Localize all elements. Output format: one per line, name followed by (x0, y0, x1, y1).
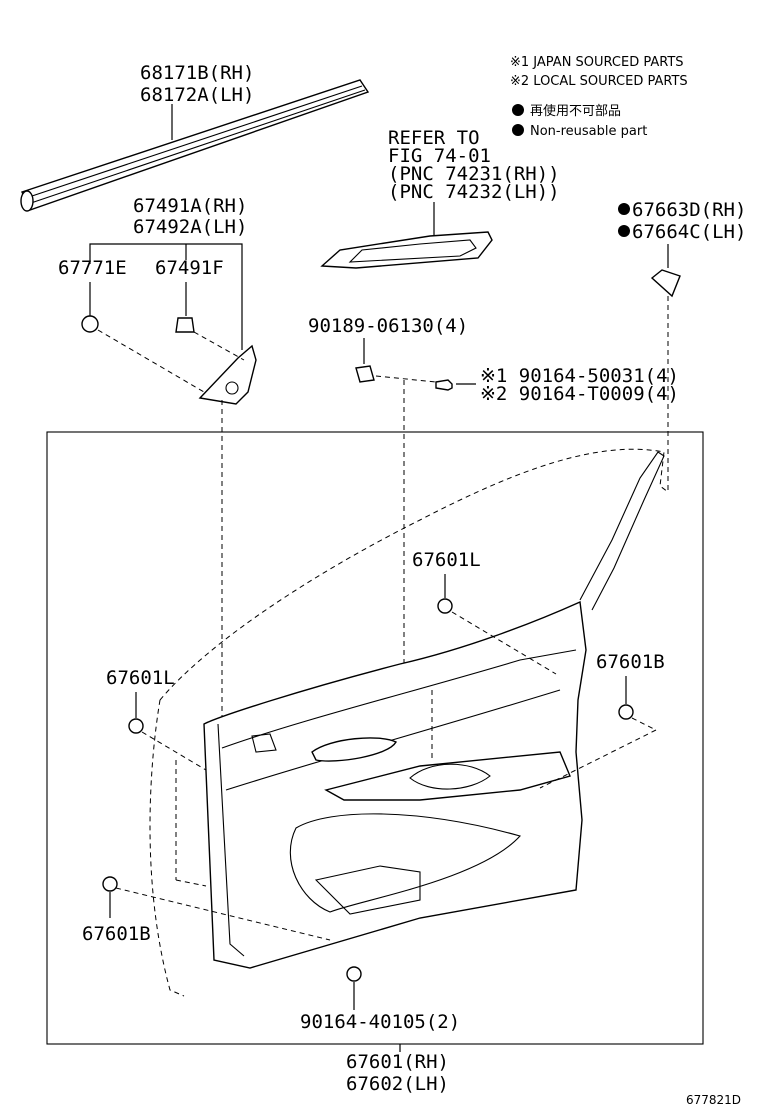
label-67601b-left: 67601B (82, 923, 151, 945)
legend-non-reusable-en: Non-reusable part (530, 124, 647, 139)
door-pocket (289, 813, 522, 913)
clip-67601l-icon (437, 598, 453, 614)
label-67663d: 67663D(RH) (632, 199, 746, 221)
nut-90189-icon (355, 365, 375, 383)
armrest-switch-area (324, 751, 571, 801)
weatherstrip-groove (25, 85, 363, 199)
assembly-line (539, 729, 657, 789)
label-refer-pnc-lh: (PNC 74232(LH)) (388, 181, 560, 203)
clip-67491f-icon (175, 317, 195, 333)
label-67601l-left: 67601L (106, 667, 175, 689)
mirror-cover-group: 67491A(RH) 67492A(LH) 67771E 67491F (58, 195, 257, 718)
label-68171b: 68171B(RH) (140, 62, 254, 84)
assembly-line (451, 611, 557, 675)
trim-front-edge (217, 723, 245, 957)
switch-base-outline (320, 231, 493, 269)
label-refer-to: REFER TO (388, 127, 480, 149)
legend-japan-sourced: ※1 JAPAN SOURCED PARTS (510, 55, 684, 70)
clip-group: 67601L 67601B 67601L 67601B 90164-40105(… (82, 549, 665, 1033)
label-refer-fig: FIG 74-01 (388, 145, 491, 167)
clip-67601b-icon (102, 876, 118, 892)
weatherstrip-end (20, 190, 34, 212)
diagram-id: 677821D (686, 1093, 741, 1107)
assembly-line (375, 375, 437, 383)
legend-non-reusable-jp: 再使用不可部品 (530, 103, 621, 119)
inside-handle (311, 737, 397, 762)
door-outline (149, 448, 669, 997)
armrest-recess (409, 763, 491, 790)
label-90189: 90189-06130(4) (308, 315, 468, 337)
non-reusable-dot-icon (618, 203, 630, 215)
switch-base-detail (348, 239, 477, 263)
assembly-line (141, 731, 207, 771)
leader-bracket (89, 243, 243, 350)
trim-upper-edge (579, 451, 665, 611)
screw-90164-icon (435, 379, 453, 391)
trim-upper-line (221, 649, 577, 749)
weatherstrip-groove (27, 89, 366, 205)
mirror-cover-outline (198, 344, 257, 405)
assembly-line (115, 887, 331, 941)
legend: ※1 JAPAN SOURCED PARTS ※2 LOCAL SOURCED … (510, 55, 688, 139)
fastener-group-top: 90189-06130(4) ※1 90164-50031(4) ※2 9016… (308, 315, 679, 700)
mirror-cover-hole (225, 381, 239, 395)
label-67491f: 67491F (155, 257, 224, 279)
pad-part: 67663D(RH) 67664C(LH) (618, 199, 746, 492)
assembly-line (631, 717, 657, 731)
legend-local-sourced: ※2 LOCAL SOURCED PARTS (510, 74, 688, 89)
clip-67601b-icon (618, 704, 634, 720)
assembly-line (175, 879, 207, 887)
label-90164-40105: 90164-40105(2) (300, 1011, 460, 1033)
label-67602: 67602(LH) (346, 1073, 449, 1095)
assembly-line (97, 329, 205, 393)
non-reusable-dot-icon (512, 104, 524, 116)
non-reusable-dot-icon (512, 124, 524, 136)
label-90164-50031: ※1 90164-50031(4) (480, 365, 679, 387)
non-reusable-dot-icon (618, 225, 630, 237)
label-68172a: 68172A(LH) (140, 84, 254, 106)
label-67601b-right: 67601B (596, 651, 665, 673)
label-67601: 67601(RH) (346, 1051, 449, 1073)
assembly-line (193, 331, 245, 361)
pad-outline (650, 269, 681, 298)
label-90164-t0009: ※2 90164-T0009(4) (480, 383, 679, 405)
door-trim-frame (46, 431, 704, 1045)
label-refer-pnc-rh: (PNC 74231(RH)) (388, 163, 560, 185)
map-pocket (314, 865, 421, 915)
trim-clip-seat (251, 733, 277, 753)
door-trim-panel (175, 451, 665, 969)
switch-base-part: REFER TO FIG 74-01 (PNC 74231(RH)) (PNC … (320, 127, 560, 269)
clip-67601l-icon (128, 718, 144, 734)
belt-moulding-part: 68171B(RH) 68172A(LH) (20, 62, 370, 212)
label-67664c: 67664C(LH) (632, 221, 746, 243)
label-67771e: 67771E (58, 257, 127, 279)
screw-90164-40105-icon (346, 966, 362, 982)
label-67492a: 67492A(LH) (133, 216, 247, 238)
clip-67771e-icon (81, 315, 99, 333)
label-67491a: 67491A(RH) (133, 195, 247, 217)
label-67601l-top: 67601L (412, 549, 481, 571)
